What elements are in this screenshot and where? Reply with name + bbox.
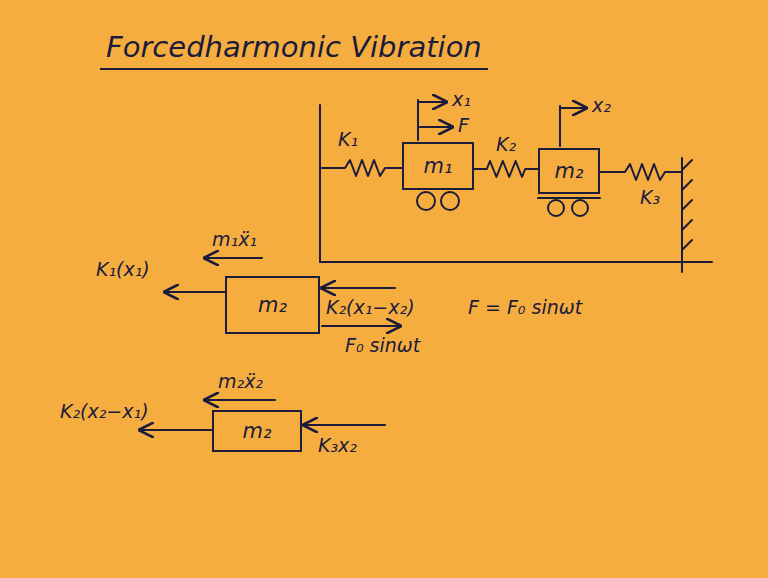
floor (320, 261, 712, 263)
inertia-arrow (205, 399, 275, 401)
wheel (548, 200, 564, 216)
cart-base (538, 197, 600, 199)
annotation-label: K₂(x₁−x₂) (326, 296, 415, 319)
page-title: Forcedharmonic Vibration (100, 30, 488, 70)
wall-hatch (682, 160, 692, 250)
spring-connector (474, 161, 538, 177)
displacement-arrow (418, 101, 446, 103)
annotation-label: x₁ (452, 88, 471, 111)
mass-label: m₁ (424, 154, 453, 178)
annotation-label: K₂(x₂−x₁) (60, 400, 149, 423)
force-arrow (165, 291, 225, 293)
spring-label: K₂ (496, 133, 516, 155)
spring-k1 (322, 160, 402, 176)
mass-block: m₂ (538, 148, 600, 194)
force-arrow (322, 325, 400, 327)
wheel (572, 200, 588, 216)
annotation-label: F = F₀ sinωt (468, 296, 582, 319)
left-wall (319, 105, 321, 262)
annotation-label: K₁ (338, 128, 358, 151)
reference-tick (417, 100, 419, 140)
force-arrow (304, 424, 385, 426)
mass-block: m₂ (225, 276, 320, 334)
mass-label: m₂ (555, 159, 584, 183)
wheel (417, 192, 435, 210)
right-wall (681, 158, 683, 272)
force-arrow (140, 429, 212, 431)
mass-block: m₂ (212, 410, 302, 452)
reference-tick (559, 106, 561, 146)
annotation-label: m₂ẍ₂ (218, 370, 263, 393)
displacement-arrow (560, 107, 586, 109)
annotation-label: F (458, 114, 469, 137)
wheel (441, 192, 459, 210)
spring-k3 (600, 164, 682, 180)
mass-label: m₂ (243, 419, 272, 443)
annotation-label: K₃x₂ (318, 434, 357, 457)
annotation-label: x₂ (592, 94, 611, 117)
force-arrow (322, 287, 395, 289)
mass-label: m₂ (258, 293, 287, 317)
mass-block: m₁ (402, 142, 474, 190)
annotation-label: K₃ (640, 186, 660, 209)
annotation-label: m₁ẍ₁ (212, 228, 257, 251)
force-arrow (420, 126, 452, 128)
annotation-label: F₀ sinωt (345, 334, 420, 357)
inertia-arrow (205, 257, 262, 259)
annotation-label: K₁(x₁) (96, 258, 150, 281)
